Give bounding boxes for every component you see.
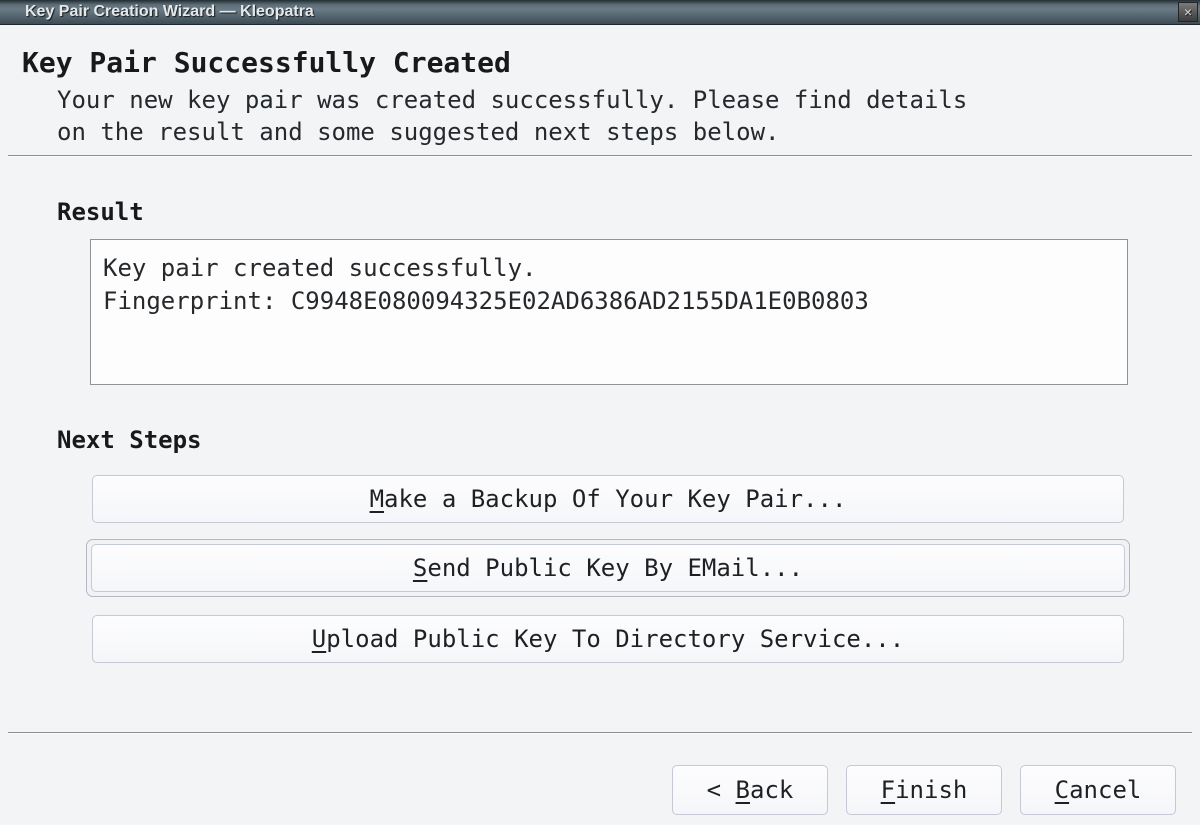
send-email-mnemonic: S	[412, 554, 428, 582]
subtitle-line-2: on the result and some suggested next st…	[57, 118, 780, 146]
upload-label: pload Public Key To Directory Service...	[326, 625, 905, 653]
result-fingerprint-line: Fingerprint: C9948E080094325E02AD6386AD2…	[103, 287, 869, 315]
cancel-button[interactable]: Cancel	[1020, 765, 1176, 815]
subtitle-line-1: Your new key pair was created successful…	[57, 86, 968, 114]
finish-mnemonic: F	[880, 776, 896, 804]
back-mnemonic: B	[735, 776, 750, 804]
next-steps-section-label: Next Steps	[57, 426, 202, 454]
result-section-label: Result	[57, 198, 144, 226]
cancel-label: ancel	[1069, 776, 1142, 804]
result-status-line: Key pair created successfully.	[103, 254, 537, 282]
upload-public-key-button[interactable]: Upload Public Key To Directory Service..…	[92, 615, 1124, 663]
page-title: Key Pair Successfully Created	[22, 46, 511, 79]
make-backup-mnemonic: M	[369, 485, 385, 513]
send-email-focus-frame: Send Public Key By EMail...	[86, 539, 1130, 597]
finish-label: inish	[895, 776, 968, 804]
titlebar[interactable]: Key Pair Creation Wizard — Kleopatra ✕	[0, 0, 1200, 25]
header-separator	[8, 155, 1192, 157]
upload-mnemonic: U	[311, 625, 327, 653]
send-email-label: end Public Key By EMail...	[427, 554, 804, 582]
send-public-key-email-button[interactable]: Send Public Key By EMail...	[91, 544, 1125, 592]
window-title: Key Pair Creation Wizard — Kleopatra	[25, 3, 314, 20]
footer-separator	[8, 732, 1192, 734]
page-subtitle: Your new key pair was created successful…	[57, 84, 967, 148]
close-button[interactable]: ✕	[1178, 2, 1198, 22]
back-label: ack	[750, 776, 794, 804]
result-box: Key pair created successfully. Fingerpri…	[90, 239, 1128, 385]
make-backup-label: ake a Backup Of Your Key Pair...	[384, 485, 847, 513]
close-icon: ✕	[1184, 4, 1192, 20]
cancel-mnemonic: C	[1054, 776, 1070, 804]
back-label-pre: <	[706, 776, 736, 804]
make-backup-button[interactable]: Make a Backup Of Your Key Pair...	[92, 475, 1124, 523]
finish-button[interactable]: Finish	[846, 765, 1002, 815]
back-button[interactable]: < Back	[672, 765, 828, 815]
